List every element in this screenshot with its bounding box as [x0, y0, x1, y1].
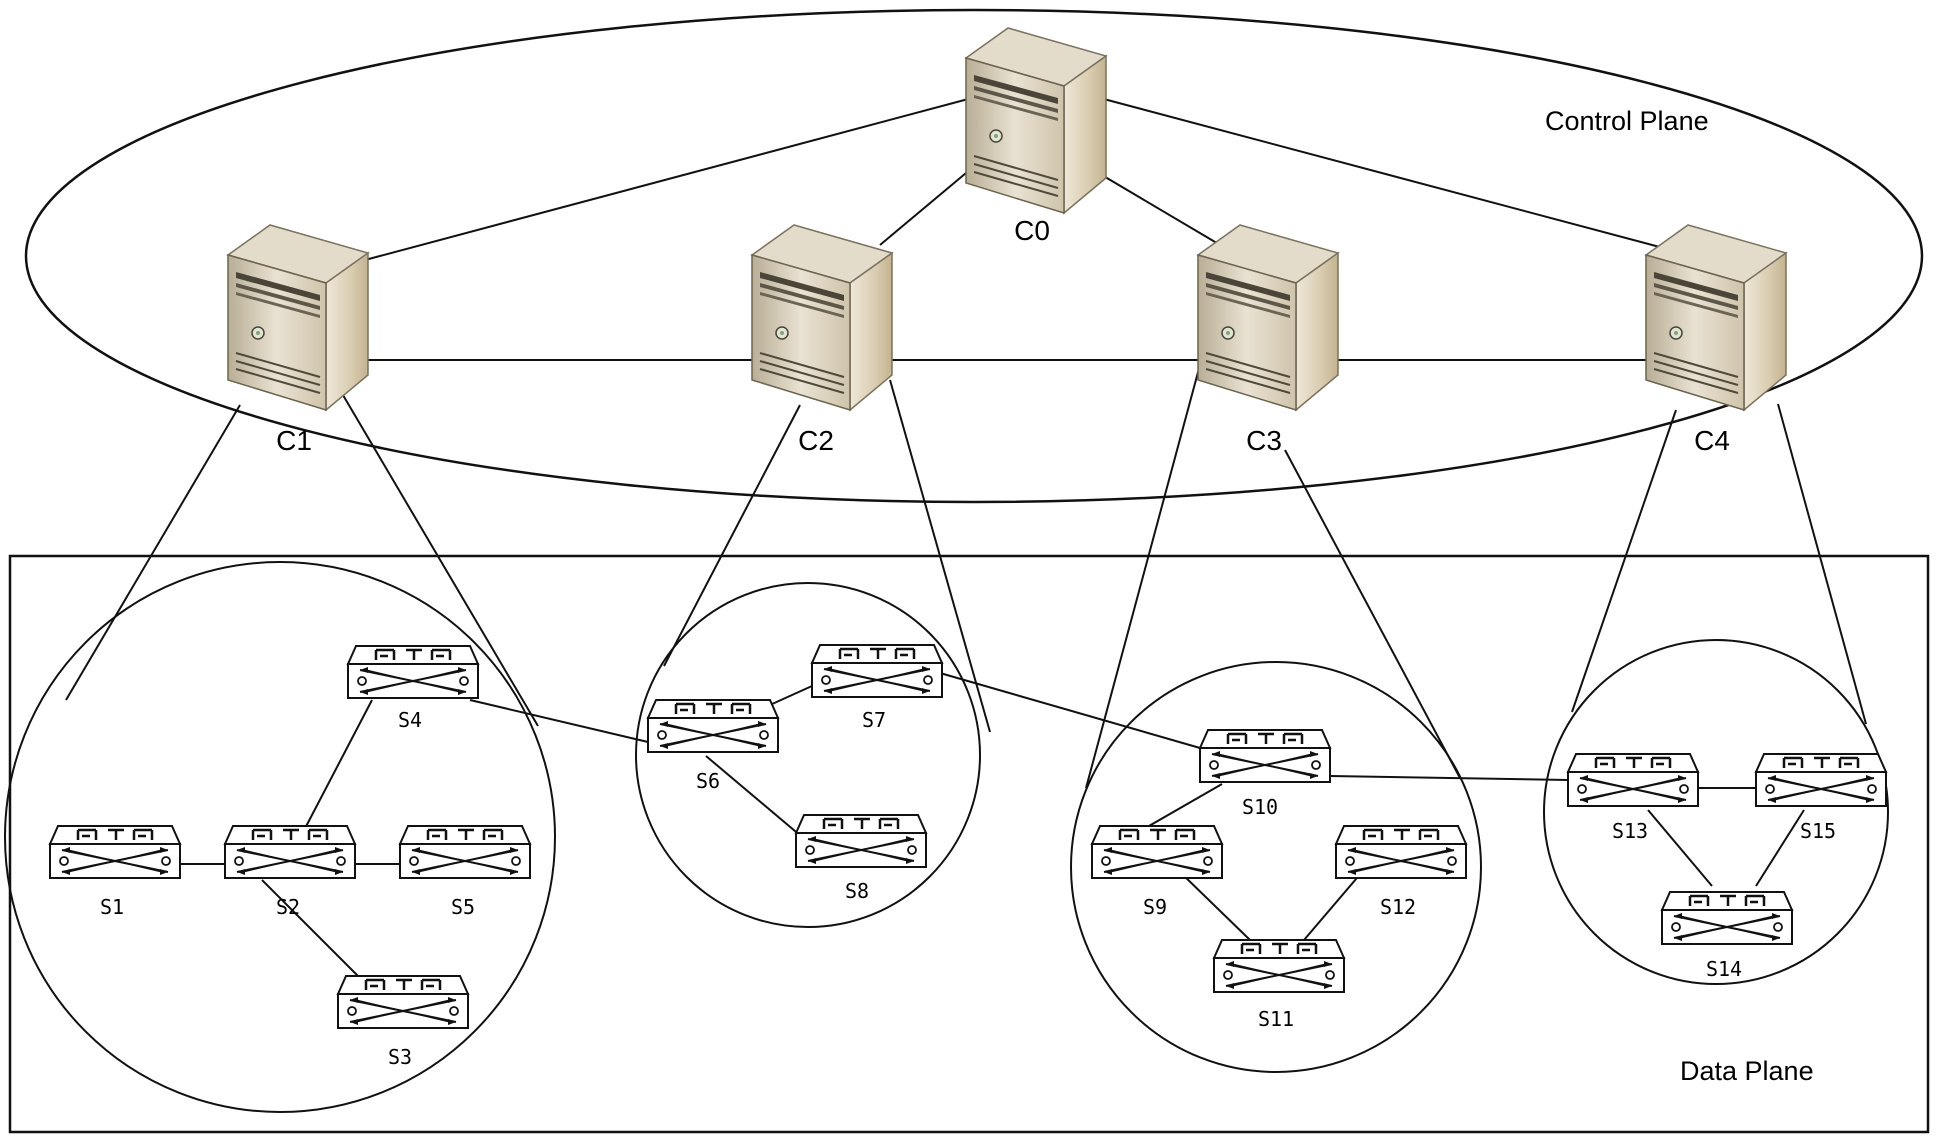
proj-c1-right [339, 389, 539, 727]
controller-c1[interactable]: C1 [227, 224, 369, 456]
switch-s13[interactable]: S13 [1566, 752, 1700, 843]
controller-label: C0 [1014, 215, 1050, 246]
domain-circle-c2 [635, 582, 981, 928]
proj-c1-left [65, 404, 241, 701]
link-c0-c4 [1099, 97, 1687, 255]
switch-s5[interactable]: S5 [398, 824, 532, 919]
switch-label: S15 [1800, 819, 1836, 843]
switch-s7[interactable]: S7 [810, 643, 944, 732]
switch-label: S9 [1143, 895, 1167, 919]
link-s10-s9 [1141, 783, 1223, 831]
switch-label: S10 [1242, 795, 1278, 819]
proj-c3-right [1284, 449, 1461, 779]
controller-c0[interactable]: C0 [965, 27, 1107, 246]
proj-c2-left [663, 404, 801, 667]
proj-c3-left [1085, 349, 1205, 789]
switch-s8[interactable]: S8 [794, 813, 928, 903]
controller-c3[interactable]: C3 [1197, 224, 1339, 456]
controller-label: C2 [798, 425, 834, 456]
link-s13-s14 [1647, 809, 1713, 887]
control-plane-ellipse [24, 8, 1924, 504]
control-plane-label: Control Plane [1545, 106, 1709, 136]
switch-s10[interactable]: S10 [1198, 728, 1332, 819]
controller-c4[interactable]: C4 [1645, 224, 1787, 456]
switch-s12[interactable]: S12 [1334, 824, 1468, 919]
proj-c4-left [1571, 409, 1677, 713]
controller-c2[interactable]: C2 [751, 224, 893, 456]
switch-label: S12 [1380, 895, 1416, 919]
switch-s3[interactable]: S3 [336, 974, 470, 1069]
switch-s14[interactable]: S14 [1660, 890, 1794, 981]
switch-label: S14 [1706, 957, 1742, 981]
link-s2-s4 [299, 699, 373, 839]
domain-circle-c3 [1070, 661, 1482, 1073]
switch-s2[interactable]: S2 [223, 824, 357, 919]
switch-label: S4 [398, 708, 422, 732]
proj-c2-right [889, 379, 991, 733]
switch-label: S13 [1612, 819, 1648, 843]
switch-s9[interactable]: S9 [1090, 824, 1224, 919]
proj-c4-right [1777, 403, 1867, 725]
link-s7-s10 [939, 672, 1201, 749]
switch-label: S3 [388, 1045, 412, 1069]
domain-circle-c1 [4, 561, 556, 1113]
switch-label: S1 [100, 895, 124, 919]
data-plane-label: Data Plane [1680, 1056, 1814, 1086]
controller-label: C3 [1246, 425, 1282, 456]
link-s2-s3 [261, 879, 373, 991]
data-plane-box [8, 554, 1930, 1134]
link-s4-s6 [469, 699, 649, 743]
switch-s15[interactable]: S15 [1754, 752, 1888, 843]
domain-circle-c4 [1543, 639, 1889, 985]
link-c0-c3 [1089, 167, 1233, 253]
link-s11-s12 [1303, 871, 1363, 941]
switch-s6[interactable]: S6 [646, 698, 780, 793]
link-s9-s11 [1179, 871, 1251, 941]
switch-label: S6 [696, 769, 720, 793]
switch-label: S2 [276, 895, 300, 919]
switch-s1[interactable]: S1 [48, 824, 182, 919]
switch-label: S8 [845, 879, 869, 903]
switch-s11[interactable]: S11 [1212, 938, 1346, 1031]
switch-label: S5 [451, 895, 475, 919]
switch-label: S11 [1258, 1007, 1294, 1031]
link-s10-s13 [1329, 775, 1569, 781]
link-s6-s8 [705, 755, 809, 843]
link-s15-s14 [1755, 809, 1805, 887]
switch-s4[interactable]: S4 [346, 644, 480, 732]
link-c0-c2 [879, 167, 973, 246]
controller-label: C4 [1694, 425, 1730, 456]
switch-label: S7 [862, 708, 886, 732]
link-c0-c1 [364, 97, 973, 261]
controller-label: C1 [276, 425, 312, 456]
